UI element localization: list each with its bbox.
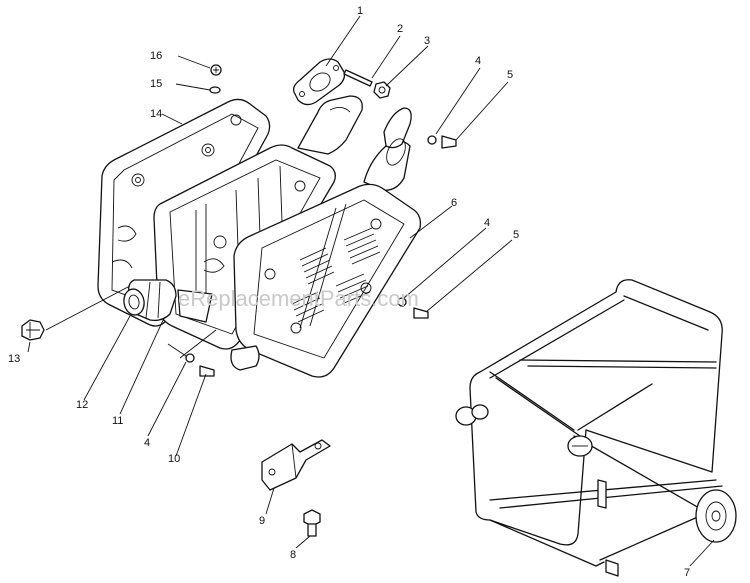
callout-label: 5 [513, 229, 519, 241]
callout-label: 12 [76, 399, 88, 411]
callout-label: 1 [357, 5, 363, 17]
cover-vent-slots [291, 227, 381, 323]
callout-labels: 1 2 3 4 5 6 4 5 16 15 14 13 12 11 4 10 9… [8, 5, 690, 579]
callout-label: 5 [507, 69, 513, 81]
callout-label: 11 [112, 415, 123, 427]
frame-part [455, 279, 723, 577]
callout-label: 2 [397, 23, 403, 35]
watermark-text: eReplacementParts.com [178, 286, 419, 311]
callout-label: 6 [451, 197, 457, 209]
bolt-part [303, 509, 321, 537]
leader-lines [27, 15, 715, 567]
callout-label: 4 [484, 217, 490, 229]
callout-label: 7 [684, 567, 690, 579]
callout-label: 4 [475, 55, 481, 67]
exhaust-pipe-part [297, 95, 412, 191]
callout-label: 10 [168, 453, 180, 465]
callout-label: 3 [424, 35, 430, 47]
tail-pipe-part [123, 279, 217, 361]
frame-wheel [695, 489, 737, 543]
callout-label: 14 [150, 108, 162, 120]
hardware-screws [185, 64, 457, 377]
callout-label: 16 [150, 50, 162, 62]
callout-label: 4 [144, 437, 150, 449]
bracket-part [261, 439, 331, 491]
callout-label: 15 [150, 78, 162, 90]
callout-label: 13 [8, 353, 20, 365]
cap-nut-part [21, 319, 45, 341]
callout-label: 9 [259, 515, 265, 527]
callout-label: 8 [290, 549, 296, 561]
muffler-cover-part [230, 183, 422, 378]
exhaust-flange-part [292, 58, 346, 106]
